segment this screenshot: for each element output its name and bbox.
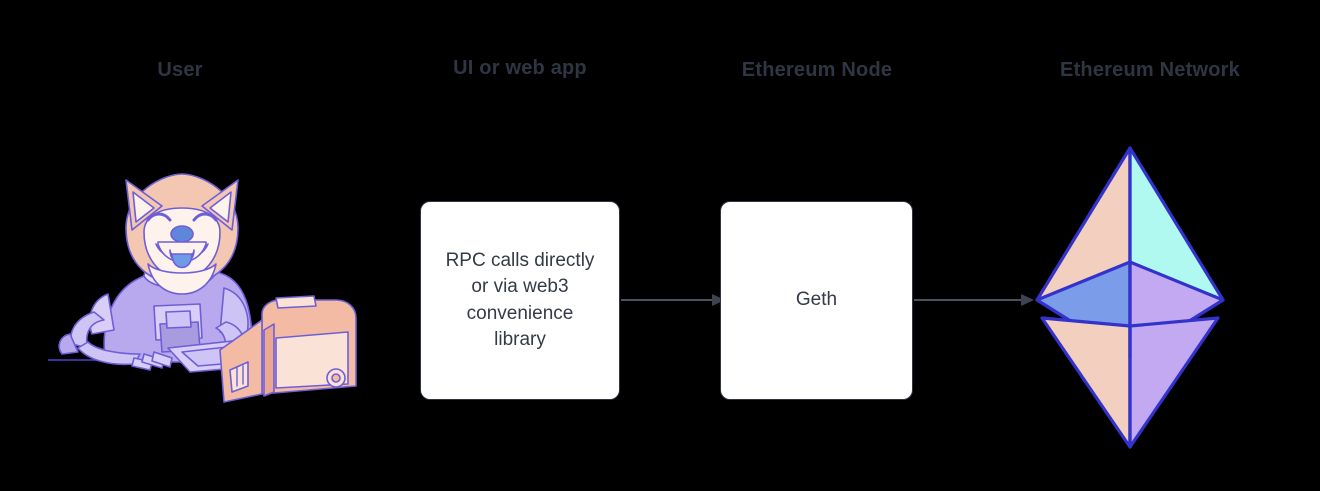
arrow-shaft [621, 299, 713, 301]
column-title-ui-or-web-app: UI or web app [453, 57, 587, 79]
column-title-user: User [157, 59, 203, 81]
user-illustration [48, 172, 368, 408]
process-box-web-app[interactable]: RPC calls directly or via web3 convenien… [420, 201, 620, 400]
arrow-head [1021, 294, 1034, 306]
process-box-geth[interactable]: Geth [720, 201, 913, 400]
process-box-web-app-label: RPC calls directly or via web3 convenien… [445, 249, 595, 351]
ethereum-logo-icon [1030, 140, 1230, 455]
column-title-ethereum-network: Ethereum Network [1060, 59, 1240, 81]
arrow-web-app-to-geth [621, 294, 725, 306]
arrow-geth-to-ethereum-network [914, 294, 1034, 306]
arrow-shaft [914, 299, 1022, 301]
column-title-ethereum-node: Ethereum Node [741, 59, 893, 81]
process-box-geth-label: Geth [795, 289, 838, 311]
